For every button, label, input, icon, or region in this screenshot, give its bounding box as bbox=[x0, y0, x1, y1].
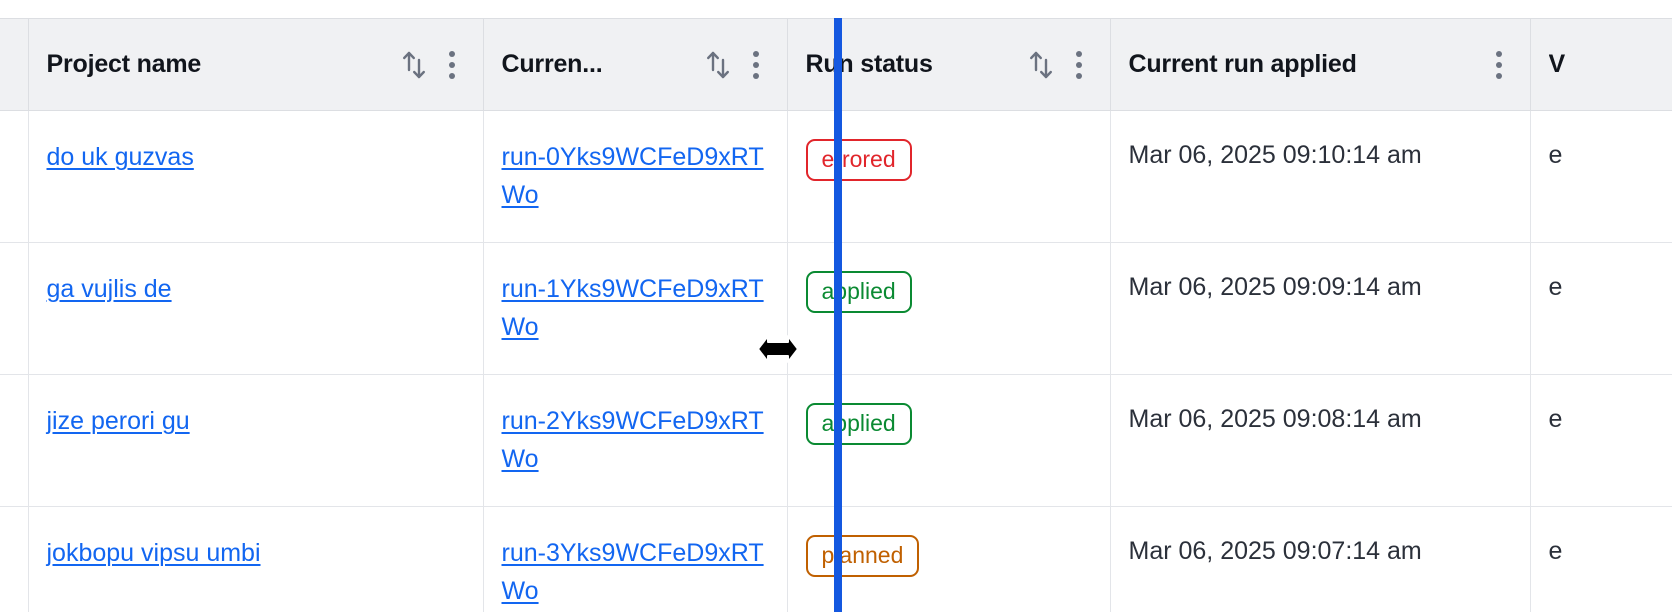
cell-run-status: applied bbox=[787, 374, 1111, 507]
column-header-actions-run-status bbox=[1024, 48, 1092, 82]
cell-project-name: jokbopu vipsu umbi bbox=[28, 506, 484, 612]
vcs-text: e bbox=[1548, 405, 1563, 433]
kebab-menu-icon-current-run[interactable] bbox=[743, 48, 769, 82]
current-run-link[interactable]: run-2Yks9WCFeD9xRTWo bbox=[501, 407, 764, 473]
current-run-link[interactable]: run-0Yks9WCFeD9xRTWo bbox=[501, 143, 764, 209]
table-header-row: Project name Curren... Run status Current r… bbox=[0, 18, 1672, 111]
column-header-label-vcs: V bbox=[1548, 50, 1565, 78]
status-badge: applied bbox=[805, 403, 912, 445]
projects-table: Project name Curren... Run status Current r… bbox=[0, 18, 1672, 612]
cell-vcs: e bbox=[1530, 374, 1672, 507]
row-select-cell bbox=[0, 506, 29, 612]
timestamp-text: Mar 06, 2025 09:09:14 am bbox=[1128, 273, 1422, 301]
column-header-project-name[interactable]: Project name bbox=[28, 18, 484, 111]
cell-run-status: errored bbox=[787, 110, 1111, 243]
cell-current-run: run-1Yks9WCFeD9xRTWo bbox=[483, 242, 788, 375]
cell-current-run-applied: Mar 06, 2025 09:07:14 am bbox=[1110, 506, 1531, 612]
cell-current-run-applied: Mar 06, 2025 09:10:14 am bbox=[1110, 110, 1531, 243]
cell-run-status: planned bbox=[787, 506, 1111, 612]
timestamp-text: Mar 06, 2025 09:07:14 am bbox=[1128, 537, 1422, 565]
sort-icon-current-run[interactable] bbox=[701, 48, 735, 82]
status-badge: applied bbox=[805, 271, 912, 313]
sort-icon-run-status[interactable] bbox=[1024, 48, 1058, 82]
current-run-link[interactable]: run-1Yks9WCFeD9xRTWo bbox=[501, 275, 764, 341]
timestamp-text: Mar 06, 2025 09:10:14 am bbox=[1128, 141, 1422, 169]
table-header: Project name Curren... Run status Current r… bbox=[0, 18, 1672, 111]
cell-vcs: e bbox=[1530, 506, 1672, 612]
column-header-current-run[interactable]: Curren... bbox=[483, 18, 788, 111]
cell-project-name: do uk guzvas bbox=[28, 110, 484, 243]
kebab-menu-icon-current-run-applied[interactable] bbox=[1486, 48, 1512, 82]
current-run-link[interactable]: run-3Yks9WCFeD9xRTWo bbox=[501, 539, 764, 605]
status-badge: planned bbox=[805, 535, 920, 577]
vcs-text: e bbox=[1548, 273, 1563, 301]
cell-project-name: jize perori gu bbox=[28, 374, 484, 507]
vcs-text: e bbox=[1548, 141, 1563, 169]
vcs-text: e bbox=[1548, 537, 1563, 565]
cell-run-status: applied bbox=[787, 242, 1111, 375]
column-header-label-project-name: Project name bbox=[46, 50, 202, 78]
cell-current-run: run-3Yks9WCFeD9xRTWo bbox=[483, 506, 788, 612]
table-row: ga vujlis de run-1Yks9WCFeD9xRTWo applied M… bbox=[0, 242, 1672, 375]
cell-current-run-applied: Mar 06, 2025 09:09:14 am bbox=[1110, 242, 1531, 375]
row-select-cell bbox=[0, 374, 29, 507]
table-row: jize perori gu run-2Yks9WCFeD9xRTWo applie… bbox=[0, 374, 1672, 507]
cell-vcs: e bbox=[1530, 110, 1672, 243]
cell-project-name: ga vujlis de bbox=[28, 242, 484, 375]
column-header-actions-current-run bbox=[701, 48, 769, 82]
cell-current-run-applied: Mar 06, 2025 09:08:14 am bbox=[1110, 374, 1531, 507]
project-name-link[interactable]: jize perori gu bbox=[46, 407, 190, 435]
column-header-actions-current-run-applied bbox=[1486, 48, 1512, 82]
project-name-link[interactable]: ga vujlis de bbox=[46, 275, 172, 303]
table-row: do uk guzvas run-0Yks9WCFeD9xRTWo errored M… bbox=[0, 110, 1672, 243]
row-select-cell bbox=[0, 110, 29, 243]
column-header-current-run-applied[interactable]: Current run applied bbox=[1110, 18, 1531, 111]
cell-current-run: run-0Yks9WCFeD9xRTWo bbox=[483, 110, 788, 243]
sort-icon-project-name[interactable] bbox=[397, 48, 431, 82]
status-badge: errored bbox=[805, 139, 912, 181]
timestamp-text: Mar 06, 2025 09:08:14 am bbox=[1128, 405, 1422, 433]
column-header-run-status[interactable]: Run status bbox=[787, 18, 1111, 111]
column-header-label-current-run: Curren... bbox=[501, 50, 603, 78]
project-name-link[interactable]: do uk guzvas bbox=[46, 143, 194, 171]
project-name-link[interactable]: jokbopu vipsu umbi bbox=[46, 539, 261, 567]
cell-vcs: e bbox=[1530, 242, 1672, 375]
kebab-menu-icon-project-name[interactable] bbox=[439, 48, 465, 82]
column-header-label-current-run-applied: Current run applied bbox=[1128, 50, 1357, 78]
column-header-vcs[interactable]: V bbox=[1530, 18, 1672, 111]
cell-current-run: run-2Yks9WCFeD9xRTWo bbox=[483, 374, 788, 507]
table-row: jokbopu vipsu umbi run-3Yks9WCFeD9xRTWo pl… bbox=[0, 506, 1672, 612]
column-header-label-run-status: Run status bbox=[805, 50, 933, 78]
column-header-select bbox=[0, 18, 29, 111]
kebab-menu-icon-run-status[interactable] bbox=[1066, 48, 1092, 82]
projects-table-container: Project name Curren... Run status Current r… bbox=[0, 18, 1672, 612]
column-header-actions-project-name bbox=[397, 48, 465, 82]
row-select-cell bbox=[0, 242, 29, 375]
